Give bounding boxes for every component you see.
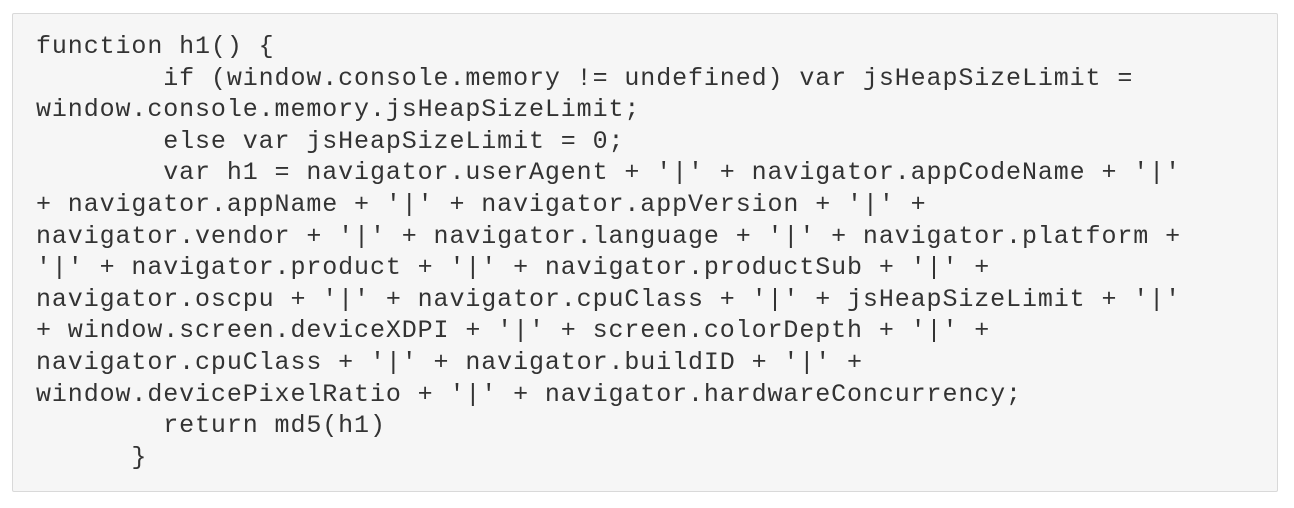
code-line: return md5(h1) [36,411,386,441]
code-line: window.console.memory.jsHeapSizeLimit; [36,95,641,125]
code-line: navigator.oscpu + '|' + navigator.cpuCla… [36,284,1181,314]
code-line: + navigator.appName + '|' + navigator.ap… [36,189,927,219]
code-line: else var jsHeapSizeLimit = 0; [36,126,625,156]
code-line: function h1() { [36,32,275,61]
code-line: window.devicePixelRatio + '|' + navigato… [36,379,1022,409]
code-line: navigator.vendor + '|' + navigator.langu… [36,221,1181,251]
code-line: var h1 = navigator.userAgent + '|' + nav… [36,158,1181,188]
code-block: function h1() { if (window.console.memor… [12,13,1278,492]
code-line: '|' + navigator.product + '|' + navigato… [36,253,991,283]
code-line: } [36,442,148,472]
code-content: function h1() { if (window.console.memor… [36,31,1181,473]
code-line: + window.screen.deviceXDPI + '|' + scree… [36,316,991,346]
code-line: navigator.cpuClass + '|' + navigator.bui… [36,347,863,377]
code-line: if (window.console.memory != undefined) … [36,63,1134,93]
